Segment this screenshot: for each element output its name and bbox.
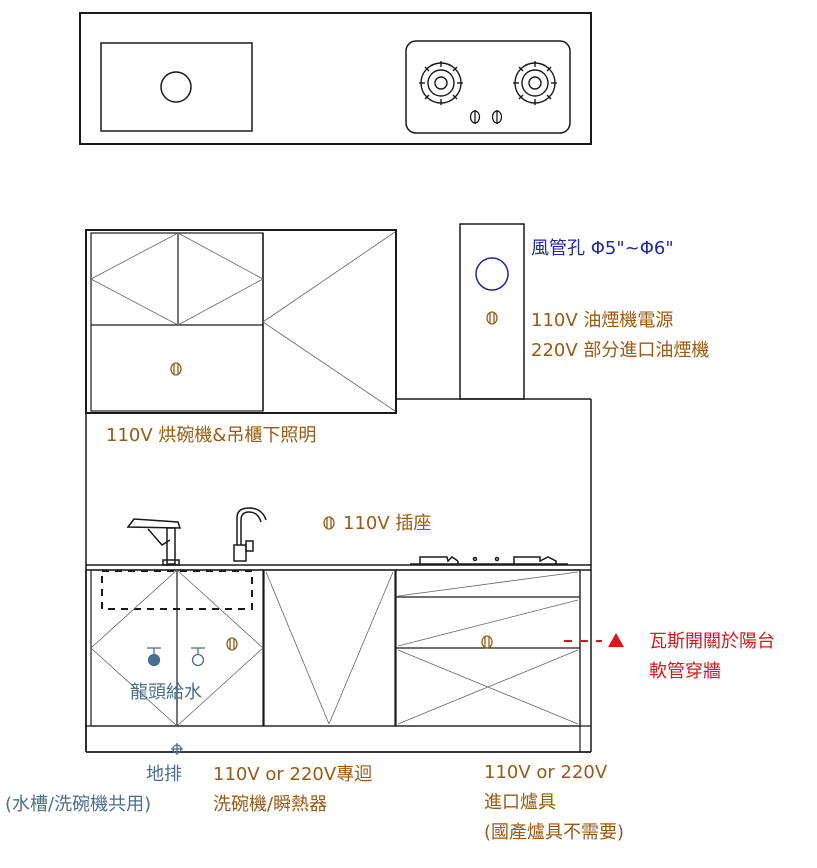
sink-drain-icon [160, 71, 192, 103]
gas-hose-label: 軟管穿牆 [649, 661, 721, 682]
cooktop-elevation [410, 556, 568, 565]
water-valve-icon [191, 647, 205, 667]
backsplash-wall [85, 399, 592, 565]
faucet-water-label: 龍頭給水 [130, 682, 202, 703]
sink-basin-icon [100, 42, 253, 132]
base-cabinets [85, 569, 592, 753]
outlet-icon [226, 637, 238, 651]
cooktop-knob-icon [469, 110, 503, 124]
gas-burner-icon [513, 61, 557, 105]
floor-drain-icon [171, 743, 183, 755]
counter-edge [85, 564, 592, 571]
hood-power-note: 220V 部分進口油煙機 [531, 340, 709, 361]
faucet-icon [126, 518, 182, 566]
gas-switch-label: 瓦斯開關於陽台 [649, 631, 775, 652]
gas-valve-triangle-icon [608, 633, 624, 647]
floor-drain-note: (水槽/洗碗機共用) [5, 794, 151, 815]
outlet-icon [170, 362, 182, 376]
gas-burner-icon [419, 61, 463, 105]
outlet-symbols [170, 311, 498, 651]
sink-basin-dashed-icon [101, 570, 253, 610]
cooktop-power-label: 110V or 220V [484, 762, 608, 783]
hood-power-label: 110V 油煙機電源 [531, 310, 673, 331]
cabinet-elevation [85, 223, 592, 753]
outlet-label: 110V 插座 [343, 513, 431, 534]
cooktop-power-footnote: (國產爐具不需要) [484, 822, 624, 843]
outlet-icon [481, 635, 493, 649]
countertop-outline [79, 12, 592, 145]
floor-drain-label: 地排 [146, 764, 182, 785]
duct-hole-icon [475, 257, 509, 291]
annotations: 風管孔 Φ5"~Φ6" 110V 油煙機電源 220V 部分進口油煙機 110V… [5, 238, 775, 843]
dishwasher-power-note: 洗碗機/瞬熱器 [213, 794, 327, 815]
range-hood [396, 223, 591, 400]
water-symbols [147, 647, 205, 755]
countertop-plan-view [79, 12, 592, 145]
upper-cabinets [85, 229, 397, 414]
duct-hole-label: 風管孔 Φ5"~Φ6" [531, 238, 674, 259]
outlet-icon [323, 516, 335, 530]
water-valve-icon [147, 647, 161, 667]
cooktop-plan [405, 40, 571, 134]
cooktop-power-note: 進口爐具 [484, 792, 556, 813]
dishwasher-power-label: 110V or 220V專迴 [213, 764, 372, 785]
dryer-light-label: 110V 烘碗機&吊櫃下照明 [106, 425, 316, 446]
gas-line-marker [564, 633, 624, 647]
outlet-icon [486, 311, 498, 325]
faucet-icon [233, 507, 267, 562]
